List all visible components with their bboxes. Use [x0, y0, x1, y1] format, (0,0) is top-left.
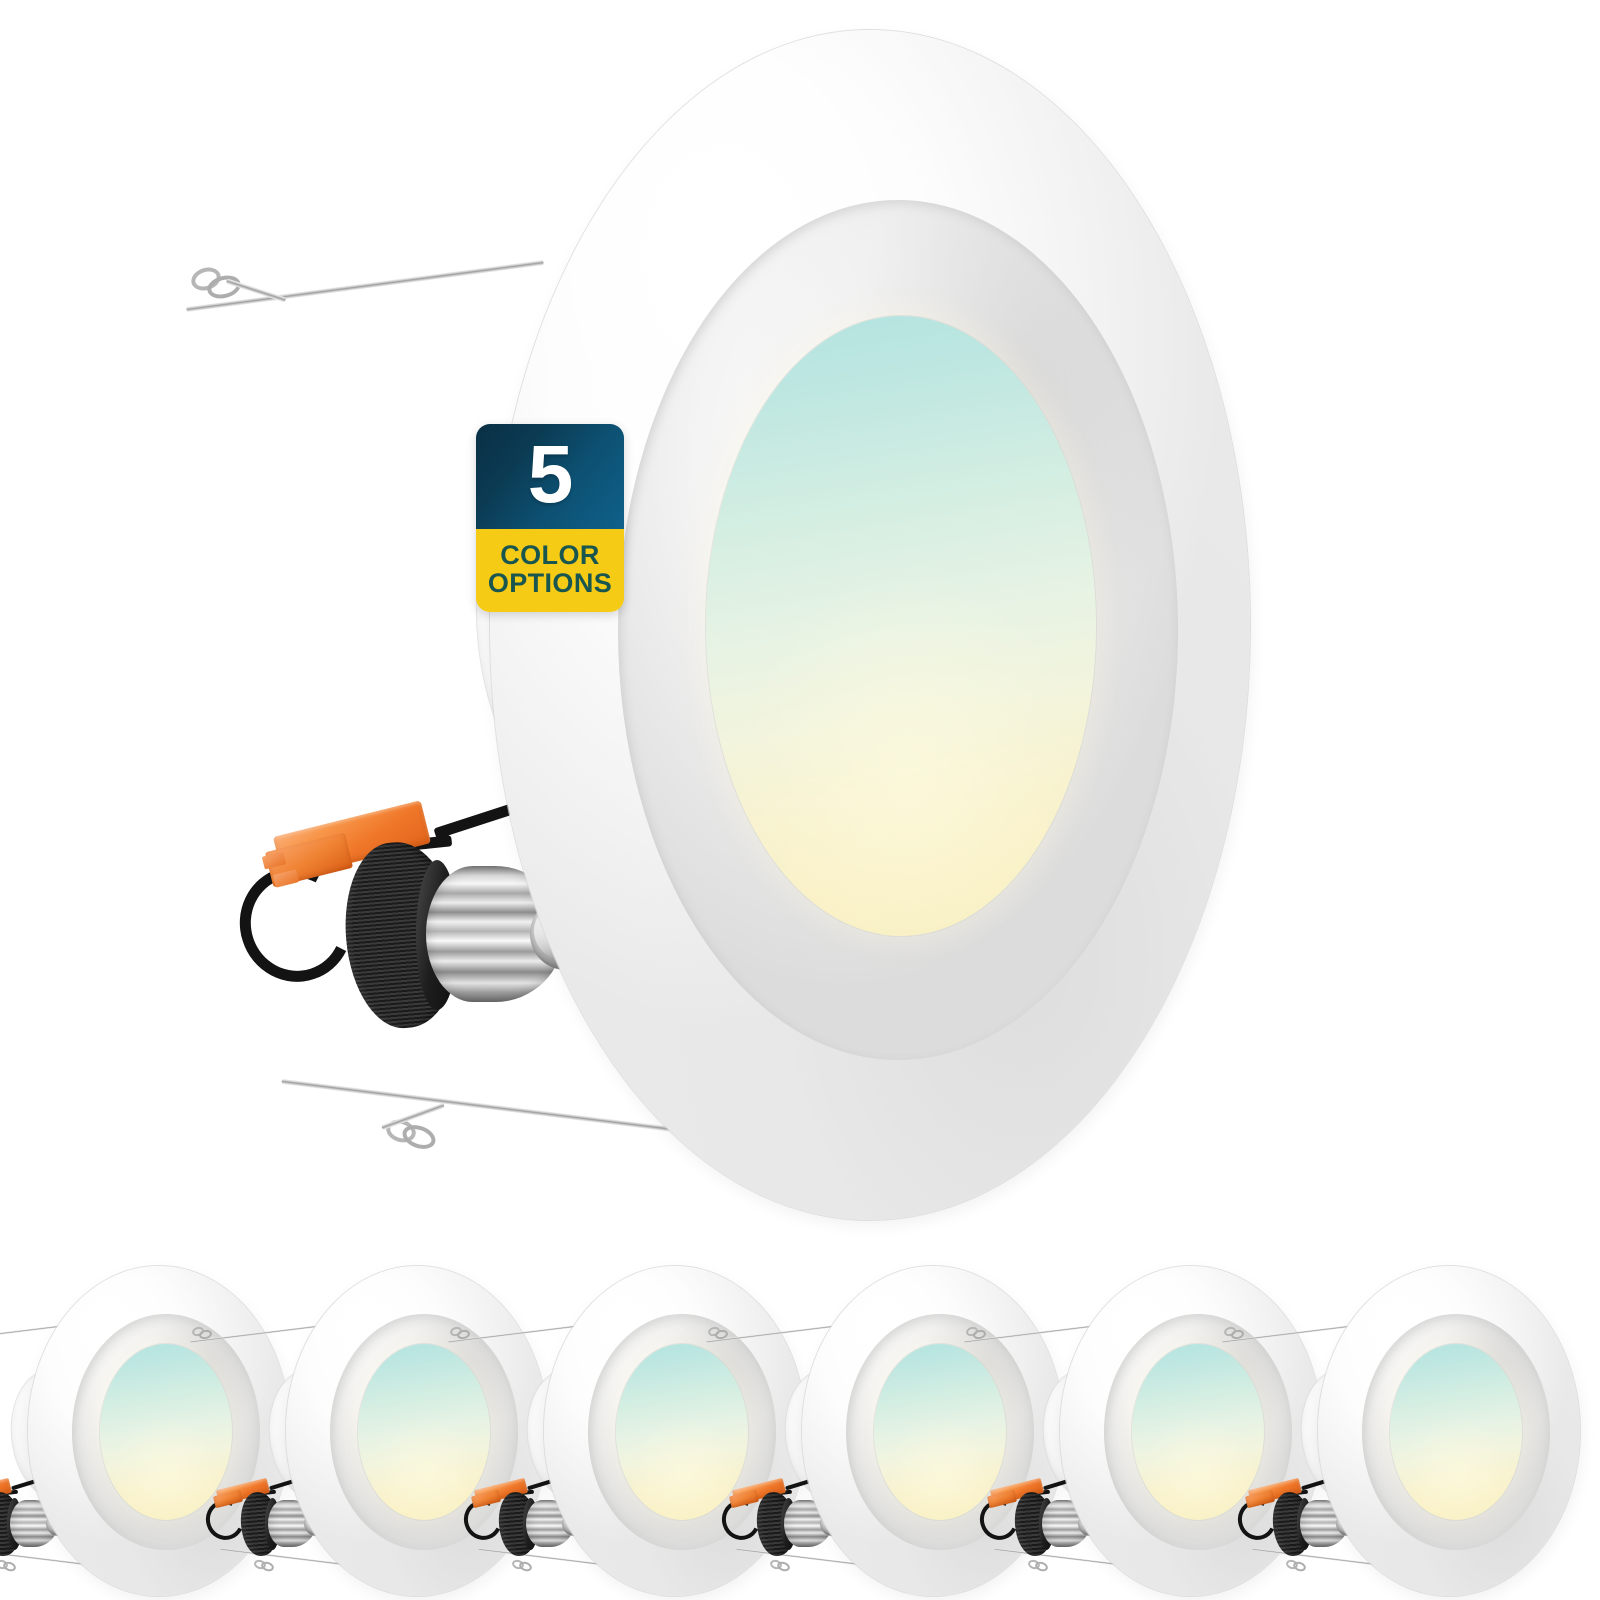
- color-options-badge-bottom: COLOR OPTIONS: [476, 529, 624, 612]
- pack-unit-4-led-lens: [874, 1344, 1006, 1520]
- pack-lens-glow: [1132, 1344, 1264, 1520]
- color-options-count: 5: [527, 428, 574, 520]
- pack-unit-4-spring-clip-top: [706, 1324, 836, 1344]
- pack-unit-3-led-lens: [616, 1344, 748, 1520]
- pack-lens-glow: [100, 1344, 232, 1520]
- color-options-badge-top: 5: [476, 424, 624, 530]
- color-options-label-line1: COLOR: [500, 540, 600, 571]
- pack-lens-glow: [874, 1344, 1006, 1520]
- color-options-badge: 5 COLOR OPTIONS: [476, 424, 624, 612]
- pack-unit-6-led-lens: [1390, 1344, 1522, 1520]
- led-lens: [706, 316, 1096, 936]
- pack-unit-2-led-lens: [358, 1344, 490, 1520]
- pack-unit-3-spring-clip-top: [448, 1324, 578, 1344]
- pack-unit-6-spring-clip-top: [1222, 1324, 1352, 1344]
- pack-lens-glow: [358, 1344, 490, 1520]
- multi-pack-row: [0, 1262, 1600, 1600]
- pack-unit-1-led-lens: [100, 1344, 232, 1520]
- pack-lens-glow: [616, 1344, 748, 1520]
- pack-unit-5-spring-clip-top: [964, 1324, 1094, 1344]
- color-options-label-line2: OPTIONS: [487, 567, 613, 598]
- pack-unit-2-spring-clip-top: [190, 1324, 320, 1344]
- spring-clip-top: [185, 260, 545, 312]
- recessed-downlight-hero: [186, 20, 1280, 1230]
- pack-unit-5-led-lens: [1132, 1344, 1264, 1520]
- pack-lens-glow: [1390, 1344, 1522, 1520]
- led-lens-glow: [706, 316, 1096, 936]
- pack-unit-6: [1222, 1262, 1600, 1600]
